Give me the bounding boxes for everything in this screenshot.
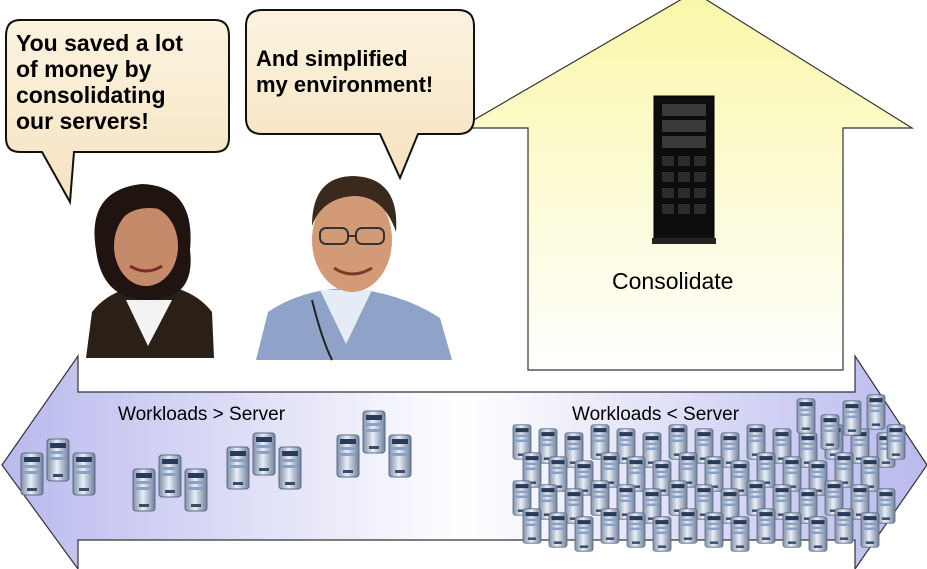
consolidate-label: Consolidate [612,268,734,294]
tower-server-icon [782,512,802,548]
tower-server-icon [252,432,276,476]
tower-server-icon [834,508,854,544]
tower-server-icon [226,446,250,490]
tower-server-icon [860,512,880,548]
right-bubble-text: And simplified my environment! [256,46,434,97]
tower-server-icon [184,468,208,512]
tower-server-icon [704,512,724,548]
tower-server-icon [678,508,698,544]
tower-server-icon [756,508,776,544]
tower-server-icon [876,488,896,524]
tower-server-icon [388,434,412,478]
tower-server-icon [626,512,646,548]
tower-server-icon [820,414,840,450]
tower-server-icon [362,410,386,454]
left-bubble-text: You saved a lot of money by consolidatin… [16,30,184,134]
tower-server-icon [278,446,302,490]
woman-photo [86,184,214,358]
left-speech-bubble [5,19,230,206]
right-speech-bubble [245,9,475,181]
tower-server-icon [574,516,594,552]
tower-server-icon [730,516,750,552]
workloads-gt-server-label: Workloads > Server [118,404,286,425]
tower-server-icon [336,434,360,478]
tower-server-icon [886,424,906,460]
tower-server-icon [72,452,96,496]
rack-server-icon [652,95,716,244]
tower-server-icon [652,516,672,552]
tower-server-icon [132,468,156,512]
tower-server-icon [796,398,816,434]
tower-server-icon [866,394,886,430]
tower-server-icon [46,438,70,482]
man-photo [256,176,452,361]
tower-server-icon [522,508,542,544]
tower-server-icon [20,452,44,496]
tower-server-icon [158,454,182,498]
tower-server-icon [548,512,568,548]
tower-server-icon [808,516,828,552]
tower-server-icon [600,508,620,544]
tower-server-icon [842,400,862,436]
workloads-lt-server-label: Workloads < Server [572,404,740,425]
